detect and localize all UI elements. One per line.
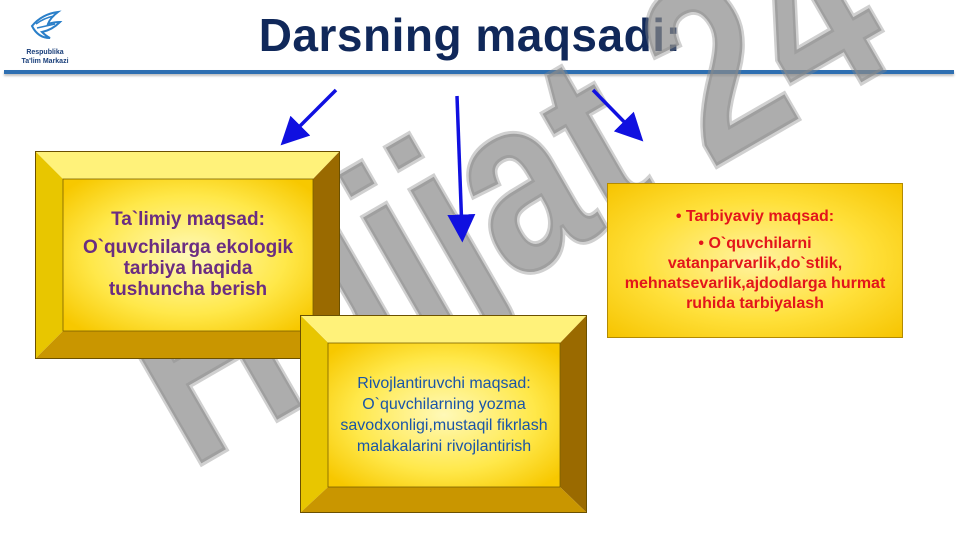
bird-logo-icon — [30, 10, 63, 39]
box-talimiy: Ta`limiy maqsad: O`quvchilarga ekologik … — [35, 151, 340, 359]
page-title: Darsning maqsadi: — [258, 9, 682, 61]
arrow-middle — [447, 95, 476, 243]
box-tarbiyaviy-content: • Tarbiyaviy maqsad: • O`quvchilarni vat… — [612, 188, 898, 333]
rivojlantiruvchi-body: Rivojlantiruvchi maqsad: O`quvchilarning… — [340, 375, 548, 455]
logo-line1: Respublika — [26, 49, 64, 56]
talimiy-body: O`quvchilarga ekologik tarbiya haqida tu… — [82, 236, 294, 300]
box-rivojlantiruvchi: Rivojlantiruvchi maqsad: O`quvchilarning… — [300, 315, 587, 513]
logo-line2: Ta'lim Markazi — [21, 58, 69, 65]
logo: Respublika Ta'lim Markazi — [8, 6, 82, 72]
talimiy-heading: Ta`limiy maqsad: — [111, 208, 265, 230]
arrow-right — [591, 88, 644, 142]
box-tarbiyaviy: • Tarbiyaviy maqsad: • O`quvchilarni vat… — [607, 183, 903, 338]
tarbiyaviy-heading: • Tarbiyaviy maqsad: — [675, 207, 835, 225]
title-divider — [4, 70, 954, 74]
box-talimiy-content: Ta`limiy maqsad: O`quvchilarga ekologik … — [63, 179, 313, 329]
logo-text: Respublika Ta'lim Markazi — [8, 48, 82, 66]
bevel-frame — [300, 315, 587, 513]
arrow-left — [280, 88, 338, 146]
tarbiyaviy-body: • O`quvchilarni vatanparvarlik,do`stlik,… — [624, 234, 886, 312]
box-rivojlantiruvchi-content: Rivojlantiruvchi maqsad: O`quvchilarning… — [328, 340, 560, 490]
bevel-frame — [35, 151, 340, 359]
